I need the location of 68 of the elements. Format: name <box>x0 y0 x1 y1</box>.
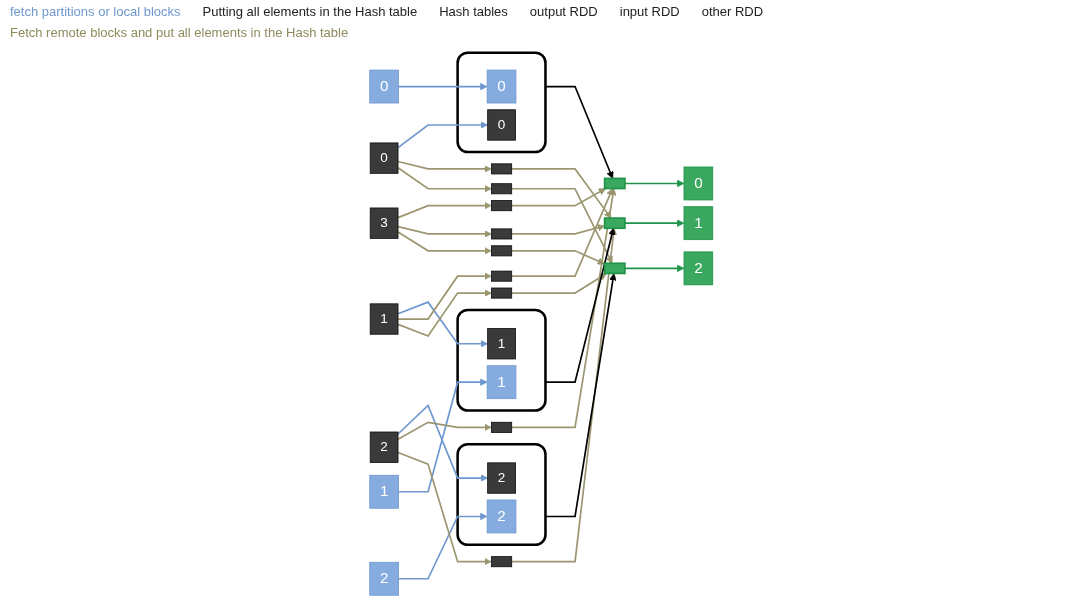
arrow <box>544 227 616 384</box>
node-box: 1 <box>370 303 399 335</box>
node-bar <box>491 228 513 240</box>
node-bar <box>491 163 513 175</box>
node-box: 0 <box>487 109 517 141</box>
annotation-text: other RDD <box>701 4 764 19</box>
annotation-text: output RDD <box>529 4 598 19</box>
arrow <box>397 225 492 238</box>
annotation-text: Putting all elements in the Hash table <box>202 4 418 19</box>
arrow <box>511 168 612 219</box>
cluster <box>456 443 547 547</box>
node-box: 0 <box>487 69 517 104</box>
arrow <box>397 272 492 320</box>
annotation-text: Fetch remote blocks and put all elements in the Hash table <box>10 25 349 40</box>
node-bar <box>491 421 513 433</box>
node-box <box>604 177 626 190</box>
cluster <box>456 308 547 412</box>
arrow <box>544 273 617 518</box>
node-box <box>604 217 626 230</box>
arrow <box>397 121 489 149</box>
arrow <box>511 188 607 207</box>
arrow <box>397 301 489 348</box>
arrow <box>397 451 492 566</box>
arrow <box>397 160 492 173</box>
arrow <box>511 250 606 265</box>
arrow <box>511 188 617 429</box>
arrow <box>624 179 685 188</box>
arrow <box>624 264 685 273</box>
node-box: 2 <box>369 561 400 596</box>
arrow <box>511 224 606 235</box>
arrow <box>624 219 685 227</box>
arrow <box>511 188 614 277</box>
node-box: 1 <box>487 365 517 400</box>
arrow <box>397 421 492 441</box>
node-box: 0 <box>683 166 714 201</box>
node-box: 0 <box>370 142 399 174</box>
node-bar <box>491 183 513 195</box>
node-bar <box>491 200 513 212</box>
arrow <box>397 289 492 337</box>
arrow <box>397 201 492 219</box>
arrow <box>397 231 492 255</box>
annotation-text: fetch partitions or local blocks <box>10 4 181 19</box>
node-bar <box>491 245 513 257</box>
node-bar <box>491 270 513 282</box>
node-box: 2 <box>370 431 399 463</box>
arrow <box>397 403 489 482</box>
node-box: 1 <box>683 206 714 241</box>
arrow <box>397 378 488 493</box>
node-box: 0 <box>369 69 400 104</box>
annotation-text: input RDD <box>619 4 680 19</box>
arrow <box>397 82 488 91</box>
node-box: 3 <box>370 207 399 239</box>
arrow <box>511 273 608 294</box>
node-bar <box>491 556 513 568</box>
node-bar <box>491 287 513 299</box>
node-box: 1 <box>487 328 517 360</box>
arrow <box>511 227 618 563</box>
annotation-text: Hash tables <box>439 4 508 19</box>
cluster <box>456 51 547 154</box>
node-box <box>604 262 626 275</box>
arrow <box>397 512 488 580</box>
arrow <box>511 187 613 264</box>
node-box: 2 <box>487 499 517 534</box>
node-box: 2 <box>487 462 517 494</box>
node-box: 1 <box>369 474 400 509</box>
node-box: 2 <box>683 251 714 286</box>
arrow <box>397 166 492 193</box>
arrow <box>544 85 614 179</box>
